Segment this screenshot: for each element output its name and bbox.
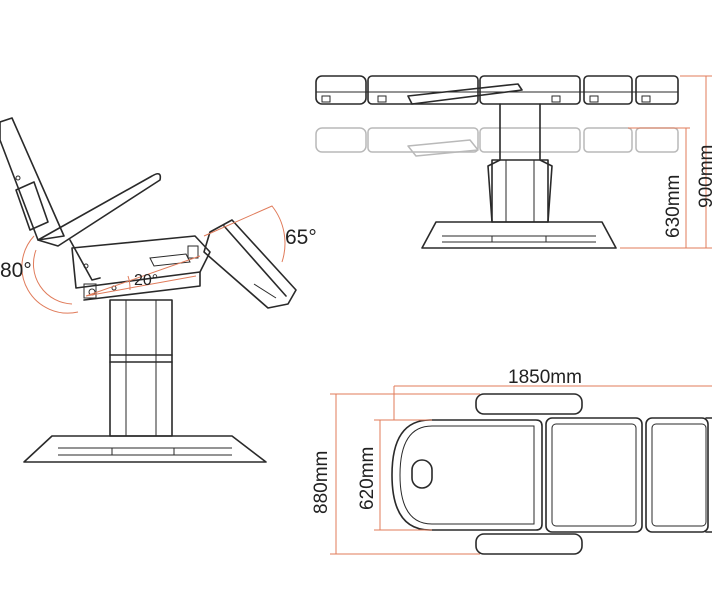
side-seat: [71, 235, 211, 289]
top-seat-section: [545, 417, 643, 533]
front-dimension-lines: [620, 75, 712, 249]
top-view: 1850mm 880mm 620mm: [311, 367, 712, 555]
front-top-raised: [315, 75, 679, 105]
seat-angle-label: 20°: [134, 272, 158, 289]
backrest-angle-label: 80°: [0, 259, 32, 282]
side-view: 80° 20° 65°: [0, 117, 317, 463]
backrest-angle-arc: [32, 249, 73, 305]
side-base: [23, 435, 267, 463]
min-height-label: 630mm: [663, 175, 684, 238]
top-head-section: [391, 419, 543, 531]
side-backrest: [0, 117, 65, 241]
front-column: [491, 159, 549, 223]
inner-width-label: 620mm: [357, 447, 378, 510]
front-base: [421, 221, 617, 249]
seat-angle-arc: [85, 255, 201, 297]
face-hole: [411, 459, 433, 489]
front-top-lowered: [315, 127, 679, 157]
side-armrest: [37, 172, 162, 247]
outer-width-label: 880mm: [311, 451, 332, 514]
top-dimension-lines: [330, 385, 712, 555]
top-leg-section: [645, 417, 709, 533]
front-view: 630mm 900mm: [315, 75, 712, 249]
legrest-angle-arc: [203, 205, 286, 263]
length-label: 1850mm: [508, 367, 582, 388]
top-armrest-upper: [475, 393, 583, 415]
side-column: [109, 299, 173, 437]
side-legrest: [203, 219, 297, 309]
top-armrest-lower: [475, 533, 583, 555]
max-height-label: 900mm: [696, 145, 712, 208]
legrest-angle-label: 65°: [285, 226, 317, 249]
